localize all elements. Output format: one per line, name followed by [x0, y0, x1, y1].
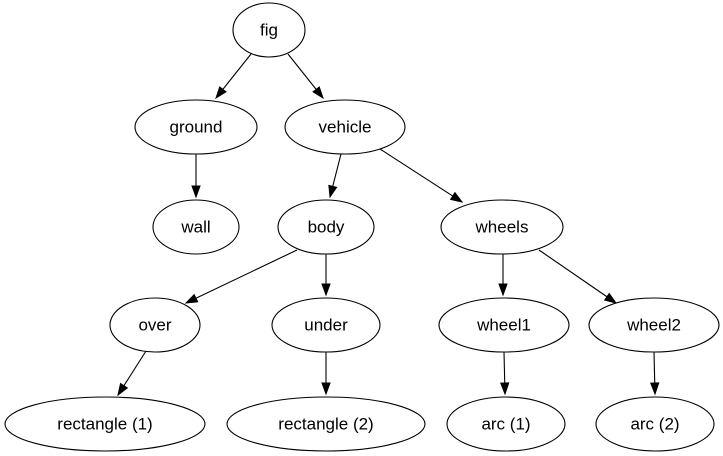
edges-group	[117, 53, 660, 397]
node-ellipse	[134, 99, 258, 155]
node-rectangle1[interactable]: rectangle (1)	[4, 396, 206, 452]
node-ellipse	[4, 396, 206, 452]
node-ellipse	[284, 99, 406, 155]
node-label: over	[138, 315, 171, 334]
edge-fig-to-vehicle	[287, 53, 324, 100]
edge-line	[222, 53, 252, 90]
node-fig[interactable]: fig	[232, 2, 306, 58]
node-label: arc (1)	[481, 414, 530, 433]
arrowhead-icon	[184, 293, 199, 304]
edge-line	[195, 249, 298, 299]
arrowhead-icon	[215, 86, 227, 100]
arrowhead-icon	[500, 382, 510, 396]
edge-line	[503, 351, 506, 384]
arrowhead-icon	[191, 185, 201, 199]
edge-line	[379, 148, 454, 197]
edge-line	[287, 53, 317, 90]
node-over[interactable]: over	[109, 297, 201, 353]
arrowhead-icon	[321, 382, 331, 396]
edge-line	[653, 351, 656, 384]
node-label: rectangle (1)	[57, 414, 152, 433]
node-ellipse	[152, 199, 240, 255]
edge-body-to-under	[321, 254, 331, 297]
node-under[interactable]: under	[271, 297, 381, 353]
node-label: arc (2)	[630, 414, 679, 433]
node-wall[interactable]: wall	[152, 199, 240, 255]
node-label: wheels	[475, 217, 529, 236]
node-rectangle2[interactable]: rectangle (2)	[226, 396, 426, 452]
arrowhead-icon	[117, 382, 129, 397]
node-arc2[interactable]: arc (2)	[595, 396, 715, 452]
node-ellipse	[277, 199, 375, 255]
node-label: wheel2	[626, 315, 681, 334]
node-ellipse	[595, 396, 715, 452]
node-body[interactable]: body	[277, 199, 375, 255]
edge-under-to-rectangle2	[321, 352, 331, 396]
edge-line	[538, 249, 608, 298]
node-label: wheel1	[476, 315, 531, 334]
edge-vehicle-to-wheels	[379, 148, 464, 203]
node-label: wall	[180, 217, 210, 236]
node-wheels[interactable]: wheels	[440, 199, 564, 255]
node-ellipse	[446, 396, 566, 452]
nodes-group: fig ground vehicle wall body wheels over under w…	[4, 2, 720, 452]
arrowhead-icon	[321, 283, 331, 297]
node-arc1[interactable]: arc (1)	[446, 396, 566, 452]
arrowhead-icon	[498, 283, 508, 297]
node-label: fig	[260, 20, 278, 39]
node-ellipse	[588, 297, 720, 353]
edge-vehicle-to-body	[328, 153, 342, 199]
node-label: under	[304, 315, 348, 334]
node-vehicle[interactable]: vehicle	[284, 99, 406, 155]
arrowhead-icon	[603, 292, 618, 304]
edge-over-to-rectangle1	[117, 350, 147, 397]
edge-body-to-over	[184, 249, 298, 304]
node-ellipse	[232, 2, 306, 58]
edge-wheel2-to-arc2	[650, 351, 660, 396]
node-ellipse	[438, 297, 570, 353]
edge-line	[332, 153, 342, 187]
node-ellipse	[271, 297, 381, 353]
edge-line	[123, 350, 147, 387]
arrowhead-icon	[328, 184, 338, 199]
edge-wheels-to-wheel2	[538, 249, 618, 304]
node-label: rectangle (2)	[278, 414, 373, 433]
edge-ground-to-wall	[191, 154, 201, 199]
node-label: vehicle	[319, 117, 372, 136]
edge-wheel1-to-arc1	[500, 351, 510, 396]
node-label: body	[308, 217, 345, 236]
node-wheel1[interactable]: wheel1	[438, 297, 570, 353]
node-ellipse	[109, 297, 201, 353]
arrowhead-icon	[312, 86, 324, 100]
node-label: ground	[170, 117, 223, 136]
node-ground[interactable]: ground	[134, 99, 258, 155]
node-ellipse	[226, 396, 426, 452]
edge-wheels-to-wheel1	[498, 254, 508, 297]
node-wheel2[interactable]: wheel2	[588, 297, 720, 353]
arrowhead-icon	[650, 382, 660, 396]
edge-fig-to-ground	[215, 53, 252, 100]
node-ellipse	[440, 199, 564, 255]
arrowhead-icon	[449, 191, 464, 203]
